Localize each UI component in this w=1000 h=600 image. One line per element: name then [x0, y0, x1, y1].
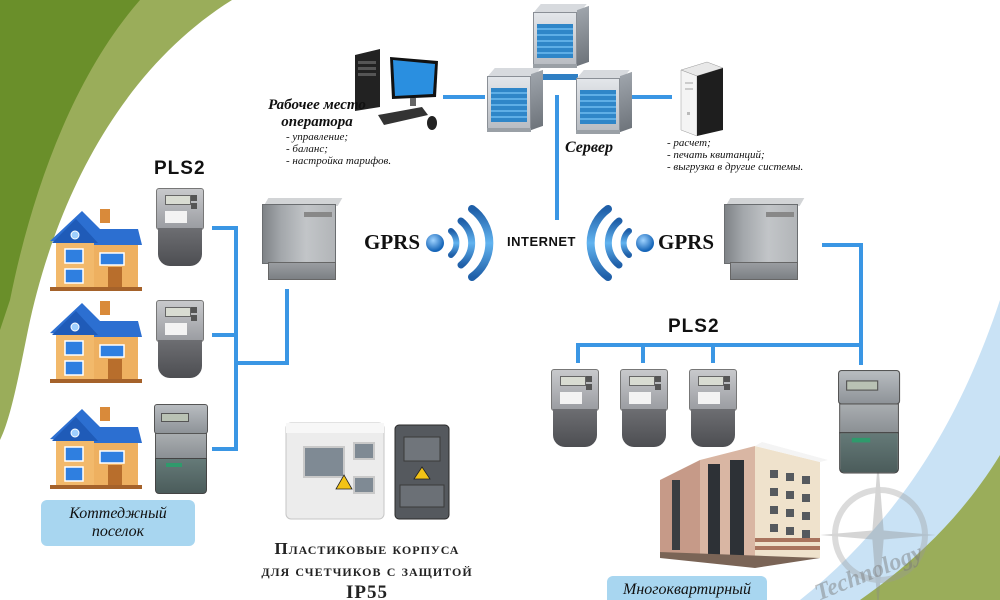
enclosures-caption-line3: IP55: [346, 582, 388, 600]
cottage-caption: Коттеджный поселок: [41, 500, 195, 546]
electricity-meter-icon: [687, 369, 739, 447]
line-bus-drop1: [576, 343, 580, 363]
apartment-caption-line1: Многоквартирный: [623, 581, 751, 598]
cottage-house-icon: [50, 403, 142, 489]
line-right-conc-h: [822, 243, 863, 247]
server-function: - расчет;: [667, 137, 711, 149]
wireless-left-icon: [425, 203, 495, 283]
line-meter1: [212, 226, 238, 230]
bg-green-right: [860, 455, 1000, 600]
line-bus-drop3: [711, 343, 715, 363]
concentrator-right-icon: [724, 198, 805, 282]
line-right-bus: [576, 343, 863, 347]
line-left-conc-vertical: [285, 289, 289, 365]
line-left-bus-to-conc: [234, 361, 288, 365]
electricity-meter-icon: [549, 369, 601, 447]
server-label: Сервер: [565, 139, 613, 156]
line-right-vertical: [859, 243, 863, 365]
server-rack-right-icon: [576, 70, 632, 134]
operator-title: Рабочее место оператора: [262, 97, 372, 131]
electricity-meter-icon: [154, 188, 206, 266]
bg-green-dark-left: [0, 0, 140, 330]
pls2-right-label: PLS2: [668, 316, 720, 337]
cottage-house-icon: [50, 205, 142, 291]
operator-title-line2: оператора: [281, 114, 353, 130]
apartment-building-icon: [660, 440, 835, 570]
server-rack-left-icon: [487, 68, 543, 132]
billing-pc-icon: [677, 60, 727, 138]
operator-title-line1: Рабочее место: [268, 97, 366, 113]
three-phase-meter-icon: [154, 404, 208, 494]
operator-pc-icon: [350, 45, 445, 135]
internet-label: INTERNET: [507, 234, 576, 249]
operator-functions: - управление; - баланс; - настройка тари…: [286, 131, 416, 167]
server-rack-top-icon: [533, 4, 589, 68]
operator-function: - настройка тарифов.: [286, 155, 392, 167]
wireless-right-icon: [585, 203, 655, 283]
line-server-hub: [538, 74, 578, 80]
cottage-caption-line1: Коттеджный: [69, 505, 167, 522]
line-server-internet: [555, 95, 559, 220]
watermark-compass: [820, 460, 936, 600]
pls2-left-label: PLS2: [154, 158, 206, 179]
line-bus-drop2: [641, 343, 645, 363]
line-server-billing: [632, 95, 672, 99]
line-workstation-server: [443, 95, 485, 99]
server-function: - выгрузка в другие системы.: [667, 161, 804, 173]
cottage-house-icon: [50, 297, 142, 383]
line-meter2: [212, 333, 238, 337]
electricity-meter-icon: [154, 300, 206, 378]
server-function: - печать квитанций;: [667, 149, 765, 161]
three-phase-meter-icon: [838, 370, 912, 497]
plastic-enclosure-dark-icon: [392, 423, 452, 521]
enclosures-caption-line2: для счетчиков с защитой: [261, 561, 473, 580]
cottage-caption-line2: поселок: [91, 523, 145, 540]
apartment-caption: Многоквартирный: [607, 576, 767, 600]
operator-function: - баланс;: [286, 143, 328, 155]
line-left-bus-vertical: [234, 226, 238, 451]
plastic-enclosure-white-icon: [280, 413, 390, 521]
enclosures-caption: Пластиковые корпуса для счетчиков с защи…: [232, 538, 502, 600]
gprs-right-label: GPRS: [658, 230, 715, 254]
server-functions: - расчет; - печать квитанций; - выгрузка…: [667, 137, 847, 173]
gprs-left-label: GPRS: [364, 230, 421, 254]
concentrator-left-icon: [262, 198, 343, 282]
operator-function: - управление;: [286, 131, 349, 143]
line-meter3: [212, 447, 238, 451]
electricity-meter-icon: [618, 369, 670, 447]
enclosures-caption-line1: Пластиковые корпуса: [274, 539, 460, 558]
